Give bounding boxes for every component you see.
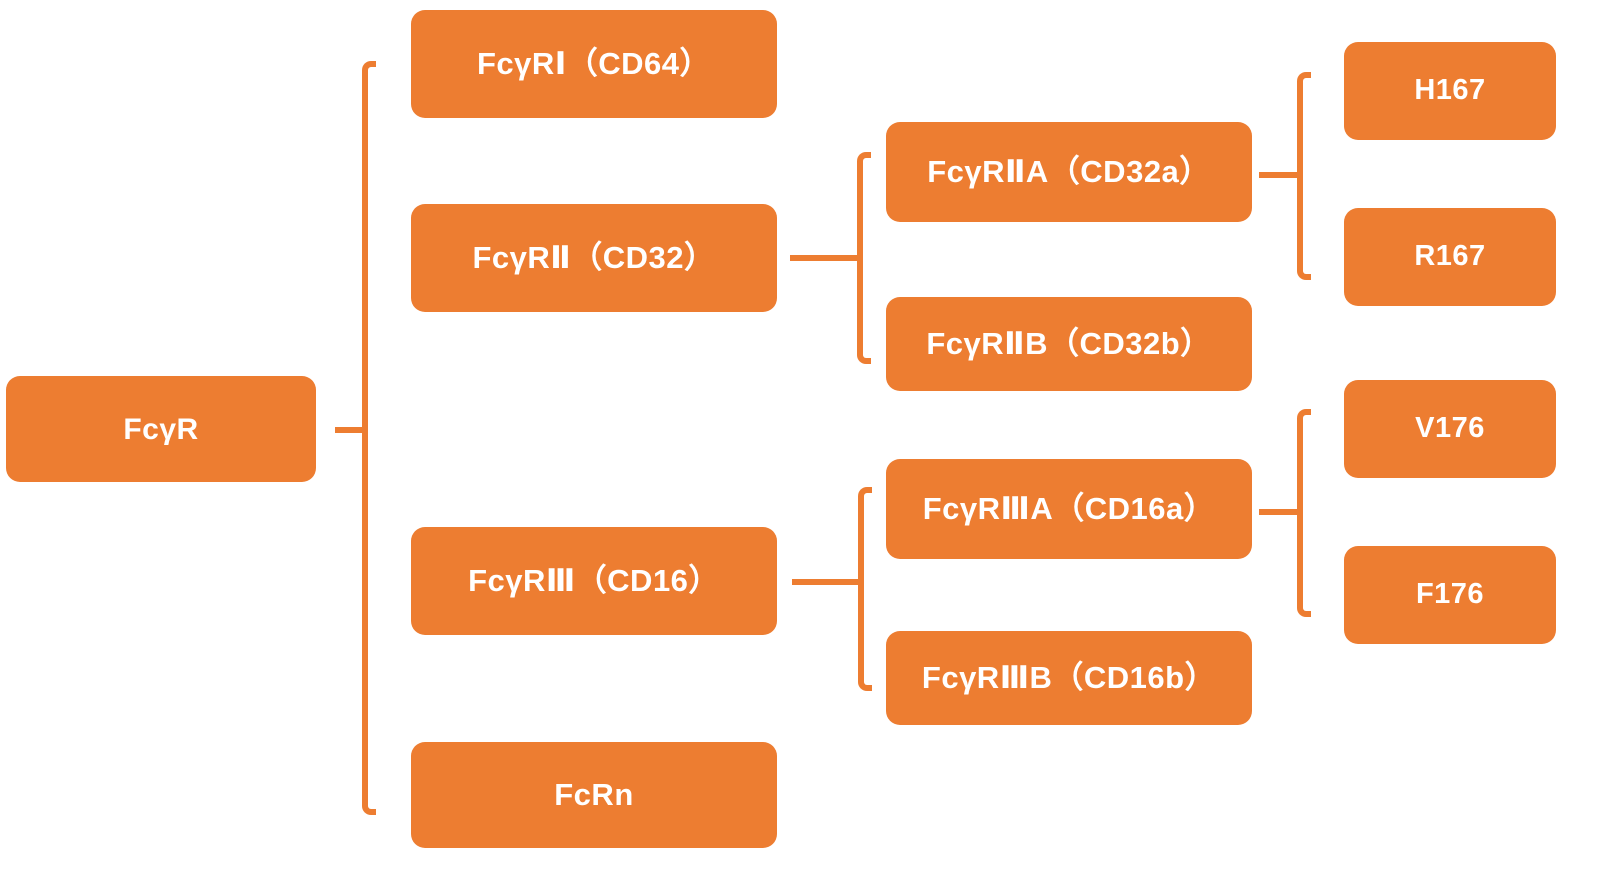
node-fcgr2b-cd32b[interactable]: FcγRⅡB（CD32b） (886, 297, 1252, 391)
bracket-corner-bottom (1297, 268, 1311, 280)
node-fcgr-root[interactable]: FcγR (6, 376, 316, 482)
bracket-corner-top (858, 487, 872, 499)
node-allele-f176[interactable]: F176 (1344, 546, 1556, 644)
bracket-corner-bottom (858, 679, 872, 691)
bracket-spine (857, 161, 863, 355)
bracket-spine (362, 70, 368, 806)
node-fcrn[interactable]: FcRn (411, 742, 777, 848)
bracket-parent-stub (790, 255, 860, 261)
node-fcgr2a-cd32a[interactable]: FcγRⅡA（CD32a） (886, 122, 1252, 222)
bracket-corner-top (1297, 409, 1311, 421)
bracket-corner-top (857, 152, 871, 164)
node-allele-h167[interactable]: H167 (1344, 42, 1556, 140)
node-fcgr3a-cd16a[interactable]: FcγRⅢA（CD16a） (886, 459, 1252, 559)
bracket-corner-bottom (1297, 605, 1311, 617)
node-fcgr3-cd16[interactable]: FcγRⅢ（CD16） (411, 527, 777, 635)
bracket-parent-stub (335, 427, 365, 433)
bracket-corner-bottom (857, 352, 871, 364)
bracket-parent-stub (1259, 509, 1301, 515)
node-fcgr1-cd64[interactable]: FcγRⅠ（CD64） (411, 10, 777, 118)
bracket-parent-stub (792, 579, 862, 585)
node-fcgr3b-cd16b[interactable]: FcγRⅢB（CD16b） (886, 631, 1252, 725)
bracket-corner-bottom (362, 803, 376, 815)
bracket-spine (858, 496, 864, 682)
bracket-corner-top (362, 61, 376, 73)
node-fcgr2-cd32[interactable]: FcγRⅡ（CD32） (411, 204, 777, 312)
node-allele-r167[interactable]: R167 (1344, 208, 1556, 306)
node-allele-v176[interactable]: V176 (1344, 380, 1556, 478)
bracket-corner-top (1297, 72, 1311, 84)
bracket-parent-stub (1259, 172, 1301, 178)
